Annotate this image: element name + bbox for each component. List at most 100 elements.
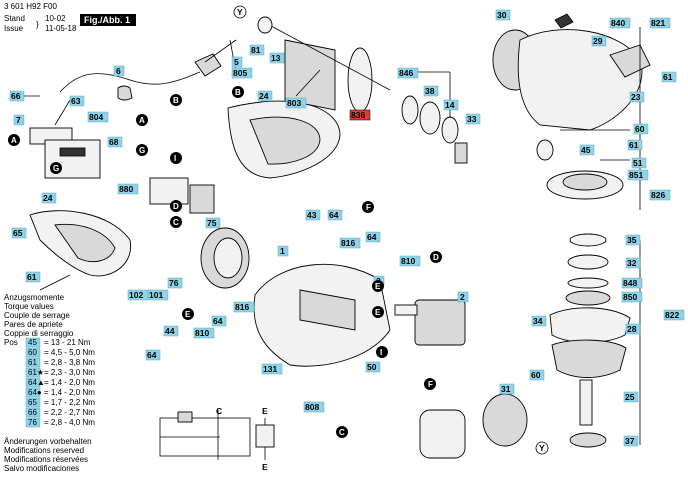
label-848: 848: [623, 278, 637, 288]
svg-text:D: D: [173, 202, 179, 211]
label-64c: 64: [213, 316, 223, 326]
pinion-33: [454, 142, 468, 164]
tag-822: [663, 309, 685, 321]
label-64a: 64: [329, 210, 339, 220]
tag-810b: [193, 327, 215, 339]
callout-e-3: [372, 306, 384, 318]
torque-tag-8: [25, 417, 41, 428]
armature-gear: [347, 47, 373, 113]
tag-64c: [211, 315, 227, 327]
wiring-switch: [177, 411, 193, 423]
label-805: 805: [233, 68, 247, 78]
flange-28: [549, 307, 631, 343]
torque-val-8: = 2,8 - 4,0 Nm: [44, 418, 95, 427]
footer-en: Modifications reserved: [4, 446, 84, 455]
label-60b: 60: [531, 370, 541, 380]
svg-text:E: E: [185, 310, 191, 319]
tag-65: [11, 227, 27, 239]
tag-44: [163, 325, 179, 337]
torque-val-6: = 1,7 - 2,2 Nm: [44, 398, 95, 407]
torque-pos-2: 61: [28, 358, 37, 367]
fig-label-box: [80, 14, 136, 26]
bearing-81: [257, 16, 273, 34]
torque-pos-1: 60: [28, 348, 37, 357]
callout-b-1: [170, 94, 182, 106]
callout-y-2: [535, 441, 549, 455]
svg-text:A: A: [11, 136, 17, 145]
label-76: 76: [169, 278, 179, 288]
label-816b: 816: [235, 302, 249, 312]
ring-850: [565, 290, 611, 306]
tag-32: [625, 257, 641, 269]
label-5: 5: [234, 57, 239, 67]
label-821: 821: [651, 18, 665, 28]
label-64d: 64: [147, 350, 157, 360]
bearing-14: [441, 116, 459, 144]
label-34: 34: [533, 316, 543, 326]
tag-14: [443, 99, 459, 111]
tag-101: [147, 289, 169, 301]
torque-heading-es: Pares de apriete: [4, 320, 63, 329]
label-826: 826: [651, 190, 665, 200]
callout-g-2: [136, 144, 148, 156]
label-840: 840: [611, 18, 625, 28]
cord-sleeve: [117, 85, 133, 101]
svg-text:B: B: [173, 96, 179, 105]
label-810b: 810: [195, 328, 209, 338]
torque-val-2: = 2,8 - 3,8 Nm: [44, 358, 95, 367]
tag-61c: [25, 271, 41, 283]
tag-64b: [365, 231, 381, 243]
plug: [194, 53, 222, 77]
svg-text:E: E: [375, 308, 381, 317]
label-65: 65: [13, 228, 23, 238]
torque-tag-6: [25, 397, 41, 408]
flange-lower: [551, 339, 627, 378]
tag-805: [231, 67, 253, 79]
tag-60b: [529, 369, 545, 381]
tag-846: [397, 67, 419, 79]
label-31: 31: [501, 384, 511, 394]
tag-51: [631, 157, 647, 169]
label-61a: 61: [663, 72, 673, 82]
torque-tag-2: [25, 357, 41, 368]
electronics-plug: [394, 304, 418, 316]
armature-shaft: [259, 19, 391, 91]
label-25: 25: [625, 392, 635, 402]
callout-a-2: [8, 134, 20, 146]
tag-35: [625, 234, 641, 246]
lock-button-840: [554, 13, 574, 29]
svg-text:G: G: [139, 146, 145, 155]
tag-2: [457, 291, 469, 303]
label-836: 836: [351, 110, 365, 120]
torque-heading-de: Anzugsmomente: [4, 293, 65, 302]
fig-label: Fig./Abb. 1: [84, 15, 130, 25]
torque-tag-3: [25, 367, 41, 378]
torque-val-3: = 2,3 - 3,0 Nm: [44, 368, 95, 377]
stator-ring: [482, 393, 528, 447]
svg-text:D: D: [433, 253, 439, 262]
screw-61: [39, 274, 71, 291]
label-7: 7: [16, 115, 21, 125]
label-14: 14: [445, 100, 455, 110]
label-63: 63: [71, 96, 81, 106]
callout-i-2: [376, 346, 388, 358]
label-23: 23: [631, 92, 641, 102]
torque-pos-6: 65: [28, 398, 37, 407]
callout-g-1: [50, 162, 62, 174]
label-50: 50: [367, 362, 377, 372]
torque-val-4: = 1,4 - 2,0 Nm: [44, 378, 95, 387]
tag-31: [499, 383, 515, 395]
tag-7: [13, 114, 25, 126]
callout-b-2: [232, 86, 244, 98]
footer-es: Salvo modificaciones: [4, 464, 79, 473]
torque-pos-4: 64▲: [28, 378, 45, 387]
tag-43: [305, 209, 321, 221]
callout-i-1: [170, 152, 182, 164]
date-issue: 11-05-18: [45, 24, 77, 33]
tag-13: [269, 52, 285, 64]
label-808: 808: [305, 402, 319, 412]
label-804: 804: [89, 112, 103, 122]
svg-text:B: B: [235, 88, 241, 97]
label-43: 43: [307, 210, 317, 220]
